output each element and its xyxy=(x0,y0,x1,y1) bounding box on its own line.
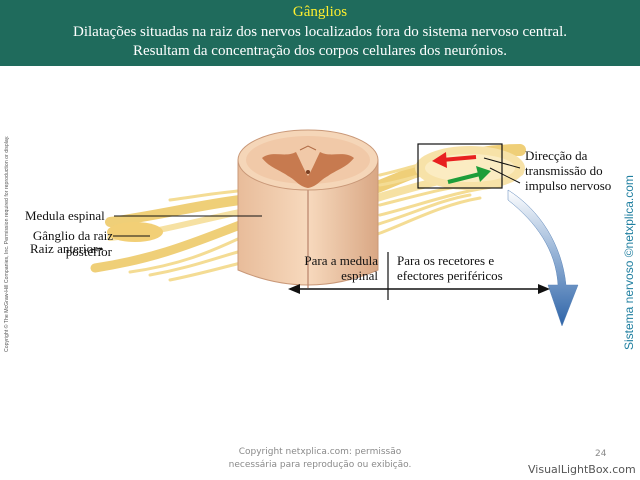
footer-line-2: necessária para reprodução ou exibição. xyxy=(228,460,412,470)
label-para-medula-line2: espinal xyxy=(341,268,378,283)
page-number: 24 xyxy=(595,449,607,459)
label-direccao-line3: impulso nervoso xyxy=(525,178,612,193)
label-direccao-line2: transmissão do xyxy=(525,163,603,178)
label-raiz-anterior: Raiz anterior xyxy=(30,241,98,256)
header-banner: Gânglios Dilatações situadas na raiz dos… xyxy=(0,0,640,66)
subtitle-line-2: Resultam da concentração dos corpos celu… xyxy=(132,43,508,59)
direction-box xyxy=(417,143,503,189)
label-ganglio-raiz-line1: Gânglio da raiz xyxy=(32,228,113,243)
spinal-cord-segment xyxy=(237,129,379,288)
green-arrow-icon xyxy=(447,166,491,184)
label-ganglio-raiz-line2: posterior xyxy=(65,244,112,259)
label-direccao-line1: Direcção da xyxy=(525,148,588,163)
ganglion-swelling xyxy=(107,222,163,242)
watermark-link[interactable]: VisualLightBox.com xyxy=(528,463,636,476)
red-arrow-icon xyxy=(432,152,477,168)
label-medula-espinal: Medula espinal xyxy=(25,208,105,223)
footer-line-1: Copyright netxplica.com: permissão xyxy=(238,447,402,457)
subtitle-line-1: Dilatações situadas na raiz dos nervos l… xyxy=(73,24,567,40)
label-para-medula-line1: Para a medula xyxy=(304,253,378,268)
direction-double-arrow xyxy=(288,252,550,300)
label-para-recetores-line1: Para os recetores e xyxy=(397,253,495,268)
curved-blue-arrow-icon xyxy=(507,189,579,327)
footer-copyright: Copyright netxplica.com: permissão neces… xyxy=(205,446,435,472)
slide-title: Gânglios xyxy=(292,4,348,20)
label-para-recetores-line2: efectores periféricos xyxy=(397,268,503,283)
